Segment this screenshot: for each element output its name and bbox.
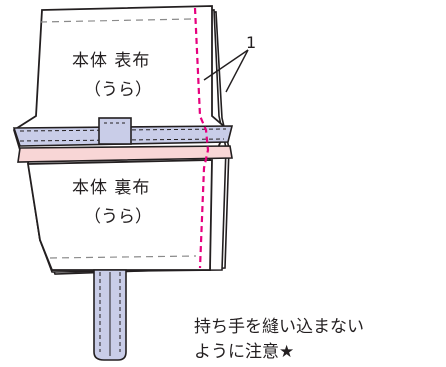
lining-fabric-label: 本体 裏布 [72, 177, 150, 198]
lining-fabric-panel [26, 159, 213, 271]
outer-band-stitch [19, 128, 227, 142]
handle-strap [93, 269, 127, 361]
outer-fabric-side: （うら） [84, 80, 152, 100]
stitch-line [193, 7, 210, 269]
lining-band [17, 145, 233, 163]
outer-fabric-label: 本体 表布 [72, 51, 150, 71]
callout-leaders [203, 49, 249, 93]
lining-seam-allowance [49, 255, 197, 259]
callout-number: 1 [246, 33, 256, 52]
note-line-2: ように注意★ [194, 342, 294, 362]
handle-tab [98, 117, 132, 145]
lining-fabric-side: （うら） [84, 207, 152, 227]
note-line-1: 持ち手を縫い込まない [194, 317, 364, 337]
